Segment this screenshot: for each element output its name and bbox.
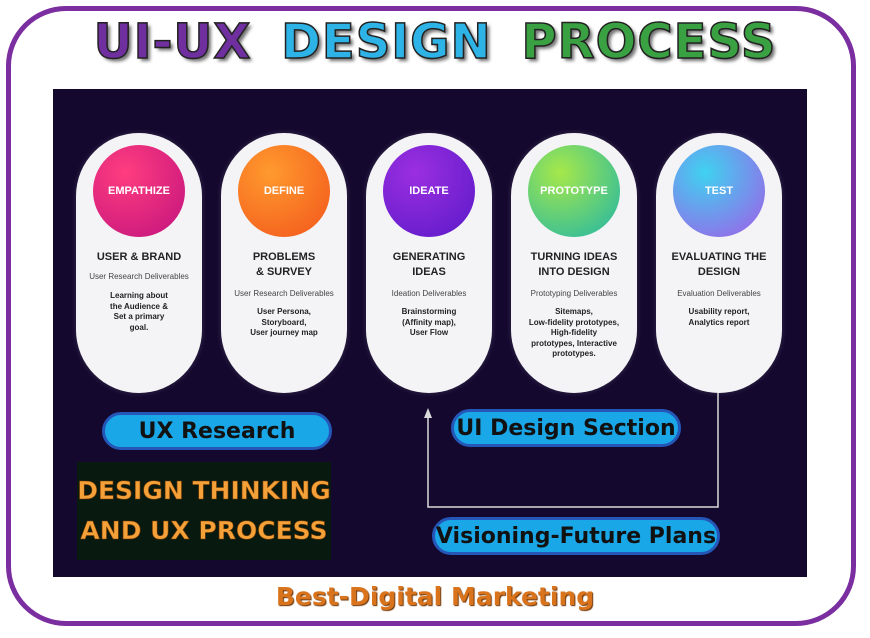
stage-card-test: TEST EVALUATING THE DESIGN Evaluation De… — [656, 133, 782, 393]
connector-line — [427, 393, 719, 508]
ux-research-label: UX Research — [138, 418, 296, 444]
stage-circle-prototype: PROTOTYPE — [528, 145, 620, 237]
title-process: PROCESS — [521, 13, 777, 71]
stage-card-ideate: IDEATE GENERATING IDEAS Ideation Deliver… — [366, 133, 492, 393]
footer-brand: Best-Digital Marketing — [275, 582, 595, 611]
page-title: UI-UX DESIGN PROCESS — [0, 13, 870, 71]
stage-heading: TURNING IDEAS INTO DESIGN — [530, 251, 618, 278]
stage-label: EMPATHIZE — [108, 185, 170, 197]
stage-description: Learning about the Audience & Set a prim… — [110, 291, 168, 332]
visioning-pill: Visioning-Future Plans — [432, 517, 720, 555]
stage-heading: PROBLEMS & SURVEY — [252, 251, 316, 278]
design-thinking-line2: AND UX PROCESS — [80, 516, 328, 546]
stage-card-define: DEFINE PROBLEMS & SURVEY User Research D… — [221, 133, 347, 393]
stage-circle-empathize: EMPATHIZE — [93, 145, 185, 237]
stage-heading: USER & BRAND — [96, 251, 182, 263]
stage-circle-test: TEST — [673, 145, 765, 237]
stage-label: IDEATE — [409, 185, 449, 197]
stage-heading: GENERATING IDEAS — [392, 251, 466, 278]
stage-description: User Persona, Storyboard, User journey m… — [250, 307, 318, 337]
stage-heading: EVALUATING THE DESIGN — [671, 251, 767, 278]
design-thinking-box: DESIGN THINKING AND UX PROCESS — [77, 462, 331, 560]
stage-circle-define: DEFINE — [238, 145, 330, 237]
stage-card-empathize: EMPATHIZE USER & BRAND User Research Del… — [76, 133, 202, 393]
stage-deliverables: User Research Deliverables — [89, 272, 189, 281]
stage-deliverables: User Research Deliverables — [234, 289, 334, 298]
stage-deliverables: Prototyping Deliverables — [530, 289, 618, 298]
title-design: DESIGN — [280, 13, 492, 71]
stage-label: DEFINE — [263, 185, 305, 197]
ui-design-label: UI Design Section — [456, 415, 676, 441]
stage-label: TEST — [704, 185, 734, 197]
ui-design-pill: UI Design Section — [451, 409, 681, 447]
title-ui-ux: UI-UX — [93, 13, 252, 71]
stage-card-prototype: PROTOTYPE TURNING IDEAS INTO DESIGN Prot… — [511, 133, 637, 393]
ux-research-pill: UX Research — [102, 412, 332, 450]
stage-label: PROTOTYPE — [540, 185, 608, 197]
stage-deliverables: Ideation Deliverables — [391, 289, 467, 298]
stage-deliverables: Evaluation Deliverables — [677, 289, 761, 298]
stage-description: Sitemaps, Low-fidelity prototypes, High-… — [528, 307, 620, 358]
arrowhead-icon — [424, 408, 432, 418]
stage-circle-ideate: IDEATE — [383, 145, 475, 237]
stage-description: Usability report, Analytics report — [688, 307, 750, 327]
stage-description: Brainstorming (Affinity map), User Flow — [401, 307, 457, 337]
visioning-label: Visioning-Future Plans — [435, 523, 717, 549]
design-thinking-line1: DESIGN THINKING — [77, 476, 331, 506]
